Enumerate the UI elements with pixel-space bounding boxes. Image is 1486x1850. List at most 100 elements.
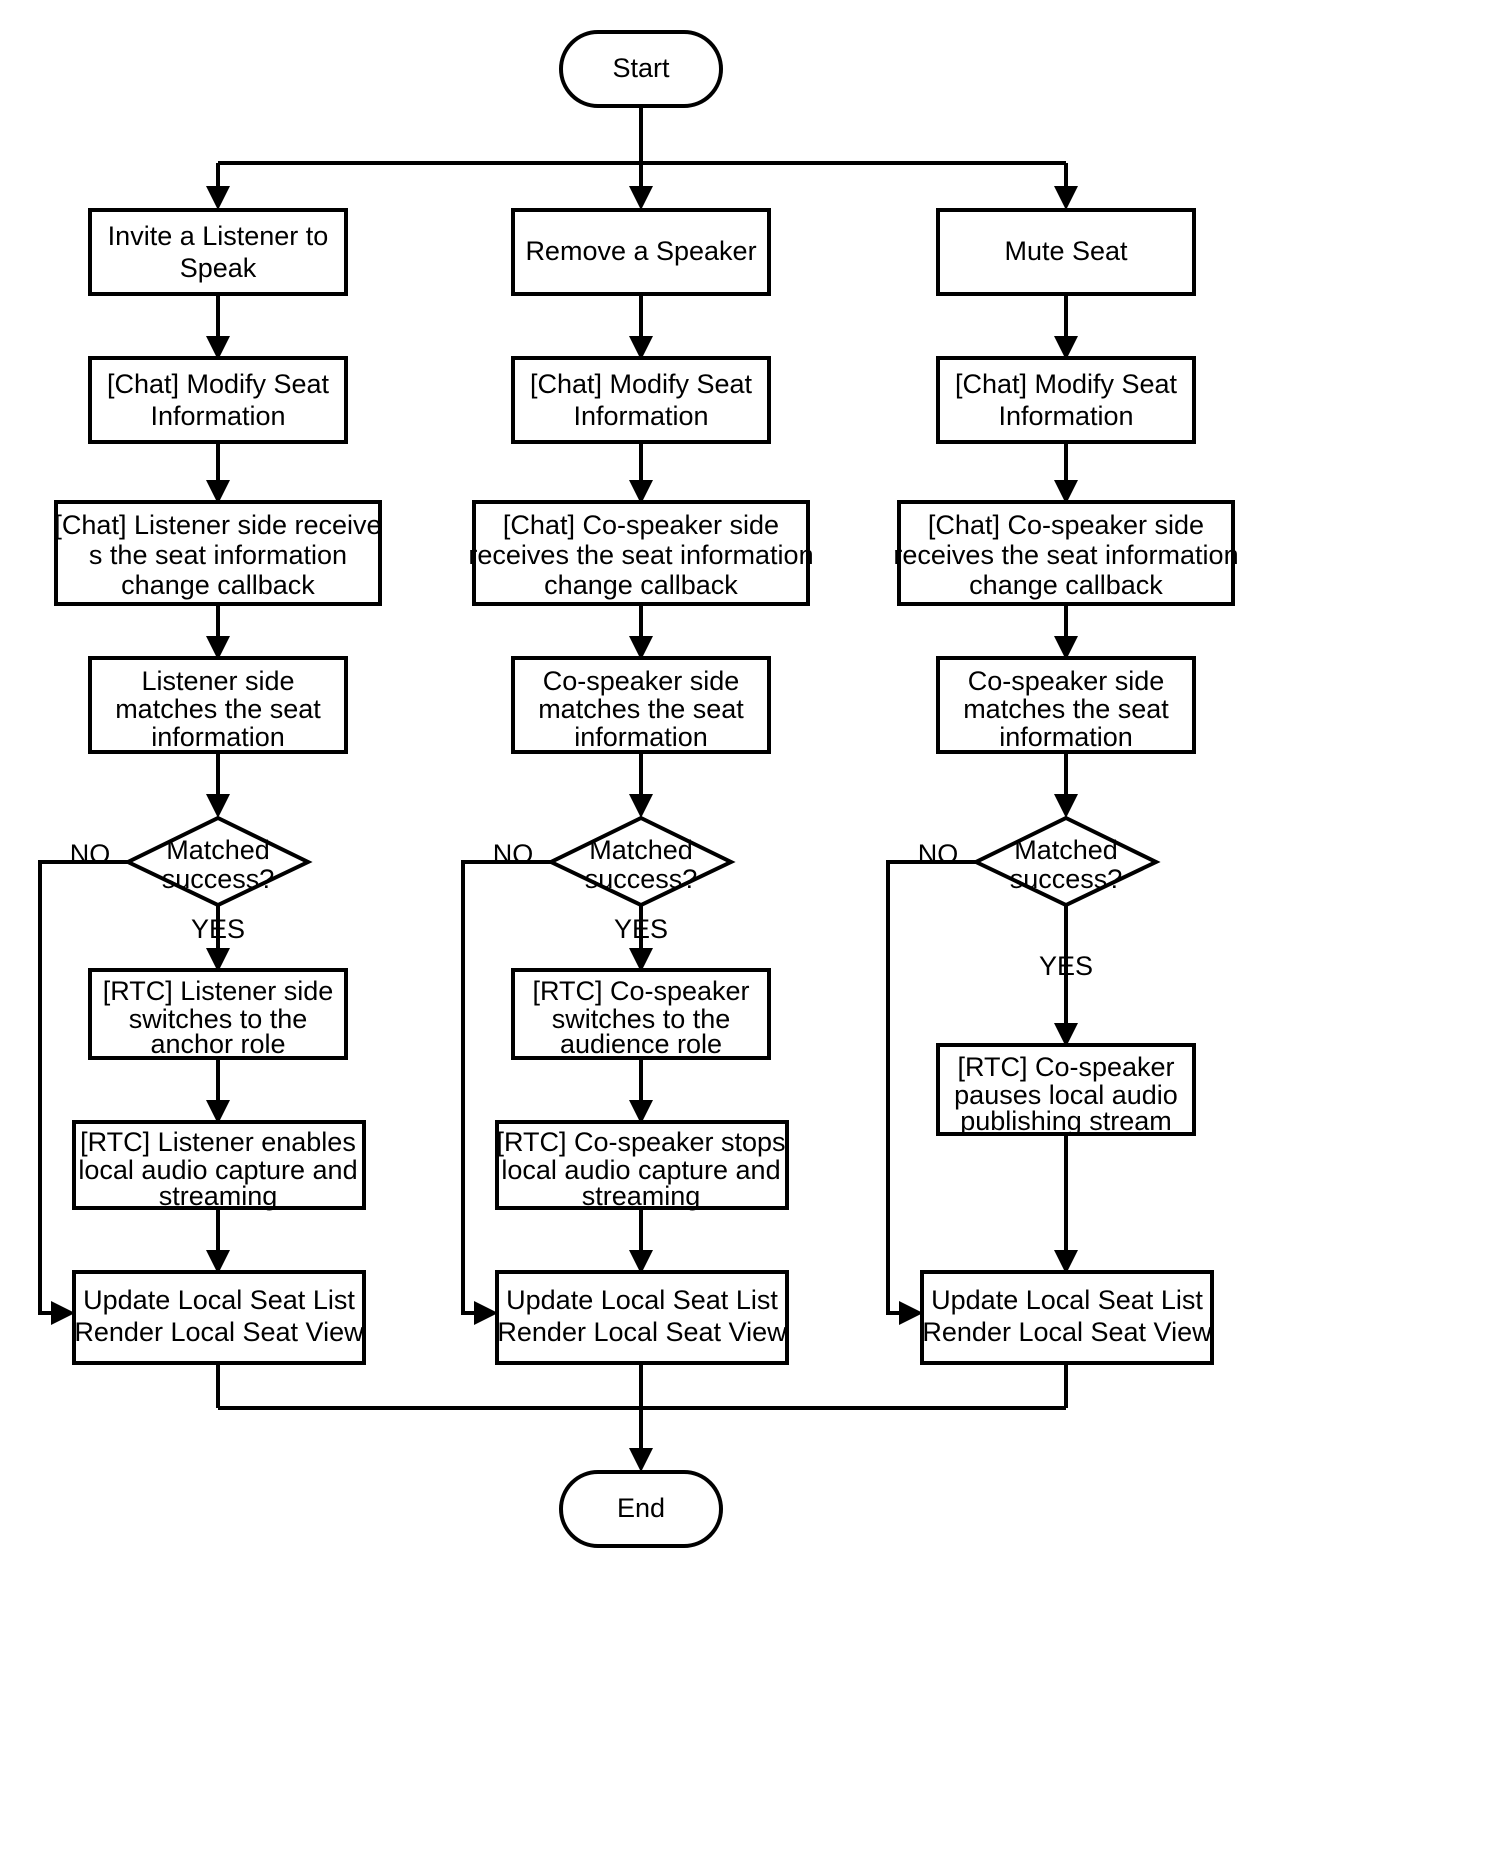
- node-c1-step3[interactable]: Listener side matches the seat informati…: [88, 656, 348, 754]
- arrowhead-c2-y2: [629, 1100, 653, 1124]
- c2-step3-label: Co-speaker side: [543, 666, 740, 696]
- c2-yes2-label-3: streaming: [582, 1181, 701, 1211]
- end-shape: [559, 1470, 723, 1548]
- node-c3-merge[interactable]: Update Local Seat List Render Local Seat…: [920, 1270, 1214, 1365]
- c3-edge-label-yes: YES: [1039, 951, 1093, 981]
- start-shape: [559, 30, 723, 108]
- arrowhead-c1-dec: [206, 794, 230, 818]
- node-c3-step3[interactable]: Co-speaker side matches the seat informa…: [936, 656, 1196, 754]
- c2-step2-label-2: receives the seat information: [468, 540, 813, 570]
- arrowhead-c2-no: [474, 1301, 498, 1325]
- c2-yes1-box: [511, 968, 771, 1060]
- c2-yes1-label: [RTC] Co-speaker: [532, 976, 749, 1006]
- node-c2-step3[interactable]: Co-speaker side matches the seat informa…: [511, 656, 771, 754]
- c1-yes2-label: [RTC] Listener enables: [80, 1127, 356, 1157]
- c1-step1-label-2: Information: [150, 401, 285, 431]
- c1-entry-label: Invite a Listener to: [108, 221, 329, 251]
- node-c3-step2[interactable]: [Chat] Co-speaker side receives the seat…: [893, 500, 1239, 606]
- c2-decision-diamond: [546, 815, 736, 908]
- c3-entry-label: Mute Seat: [1004, 236, 1128, 266]
- node-c3-entry[interactable]: Mute Seat: [936, 208, 1196, 296]
- c2-merge-box: [495, 1270, 789, 1365]
- arrowhead-c3-s1: [1054, 336, 1078, 360]
- c1-step2-box: [54, 500, 382, 606]
- c1-step3-label-2: matches the seat: [115, 694, 321, 724]
- c1-entry-label-2: Speak: [180, 253, 257, 283]
- arrowhead-c3-no: [899, 1301, 923, 1325]
- end-label: End: [617, 1493, 665, 1523]
- node-c1-step1[interactable]: [Chat] Modify Seat Information: [88, 356, 348, 444]
- c2-step3-label-2: matches the seat: [538, 694, 744, 724]
- c1-edge-label-yes: YES: [191, 914, 245, 944]
- c3-yes1-label-2: pauses local audio: [954, 1080, 1178, 1110]
- c1-entry-box: [88, 208, 348, 296]
- c2-entry-label: Remove a Speaker: [525, 236, 756, 266]
- node-c1-merge[interactable]: Update Local Seat List Render Local Seat…: [72, 1270, 366, 1365]
- node-c2-step2[interactable]: [Chat] Co-speaker side receives the seat…: [468, 500, 814, 606]
- node-c3-decision[interactable]: Matched success?: [971, 815, 1161, 908]
- node-c1-step2[interactable]: [Chat] Listener side receive s the seat …: [54, 500, 382, 606]
- arrowhead-c1-s3: [206, 636, 230, 660]
- arrowhead-c3-s2: [1054, 480, 1078, 504]
- c1-yes2-label-2: local audio capture and: [78, 1155, 357, 1185]
- c2-step2-label-3: change callback: [544, 570, 738, 600]
- node-c2-yes2[interactable]: [RTC] Co-speaker stops local audio captu…: [495, 1120, 789, 1211]
- arrowhead-c2-merge: [629, 1250, 653, 1274]
- c3-step2-label-2: receives the seat information: [893, 540, 1238, 570]
- c3-decision-label: Matched: [1014, 835, 1118, 865]
- c2-yes2-label-2: local audio capture and: [501, 1155, 780, 1185]
- c1-step3-box: [88, 656, 348, 754]
- arrowhead-bus-c3: [1054, 186, 1078, 210]
- c2-decision-label: Matched: [589, 835, 693, 865]
- c2-yes1-label-2: switches to the: [552, 1004, 731, 1034]
- c1-decision-label-2: success?: [162, 864, 275, 894]
- arrowhead-c3-dec: [1054, 794, 1078, 818]
- arrowhead-c1-y2: [206, 1100, 230, 1124]
- node-c1-yes2[interactable]: [RTC] Listener enables local audio captu…: [72, 1120, 366, 1211]
- c3-merge-label: Update Local Seat List: [931, 1285, 1203, 1315]
- node-c2-step1[interactable]: [Chat] Modify Seat Information: [511, 356, 771, 444]
- c2-yes2-label: [RTC] Co-speaker stops: [496, 1127, 785, 1157]
- c1-merge-label-2: Render Local Seat View: [74, 1317, 364, 1347]
- node-c2-yes1[interactable]: [RTC] Co-speaker switches to the audienc…: [511, 968, 771, 1060]
- arrowhead-c2-dec: [629, 794, 653, 818]
- c3-edge-label-no: NO: [918, 839, 959, 869]
- node-c1-entry[interactable]: Invite a Listener to Speak: [88, 208, 348, 296]
- arrowhead-c1-merge: [206, 1250, 230, 1274]
- c1-decision-diamond: [123, 815, 313, 908]
- c3-decision-label-2: success?: [1010, 864, 1123, 894]
- node-c3-step1[interactable]: [Chat] Modify Seat Information: [936, 356, 1196, 444]
- node-c2-entry[interactable]: Remove a Speaker: [511, 208, 771, 296]
- c1-yes2-box: [72, 1120, 366, 1210]
- c1-step2-label-3: change callback: [121, 570, 315, 600]
- c2-entry-box: [511, 208, 771, 296]
- node-c3-yes1[interactable]: [RTC] Co-speaker pauses local audio publ…: [936, 1043, 1196, 1136]
- c2-step1-box: [511, 356, 771, 444]
- c3-merge-label-2: Render Local Seat View: [922, 1317, 1212, 1347]
- c1-step3-label-3: information: [151, 722, 285, 752]
- node-c1-decision[interactable]: Matched success?: [123, 815, 313, 908]
- arrowhead-c3-merge: [1054, 1250, 1078, 1274]
- c3-yes1-label: [RTC] Co-speaker: [957, 1052, 1174, 1082]
- c2-step1-label-2: Information: [573, 401, 708, 431]
- node-c2-merge[interactable]: Update Local Seat List Render Local Seat…: [495, 1270, 789, 1365]
- c3-decision-diamond: [971, 815, 1161, 908]
- arrowhead-c1-s1: [206, 336, 230, 360]
- arrowhead-c2-s2: [629, 480, 653, 504]
- c1-merge-box: [72, 1270, 366, 1365]
- c2-step1-label: [Chat] Modify Seat: [530, 369, 753, 399]
- node-c2-decision[interactable]: Matched success?: [546, 815, 736, 908]
- node-end[interactable]: End: [559, 1470, 723, 1548]
- c3-entry-box: [936, 208, 1196, 296]
- node-c1-yes1[interactable]: [RTC] Listener side switches to the anch…: [88, 968, 348, 1060]
- node-start[interactable]: Start: [559, 30, 723, 108]
- arrowhead-bus-c2: [629, 186, 653, 210]
- arrowhead-c3-y1: [1054, 1023, 1078, 1047]
- c3-step2-box: [897, 500, 1235, 606]
- c1-step1-label: [Chat] Modify Seat: [107, 369, 330, 399]
- c3-yes1-box: [936, 1043, 1196, 1136]
- c1-merge-label: Update Local Seat List: [83, 1285, 355, 1315]
- c2-step2-box: [472, 500, 810, 606]
- c2-step3-box: [511, 656, 771, 754]
